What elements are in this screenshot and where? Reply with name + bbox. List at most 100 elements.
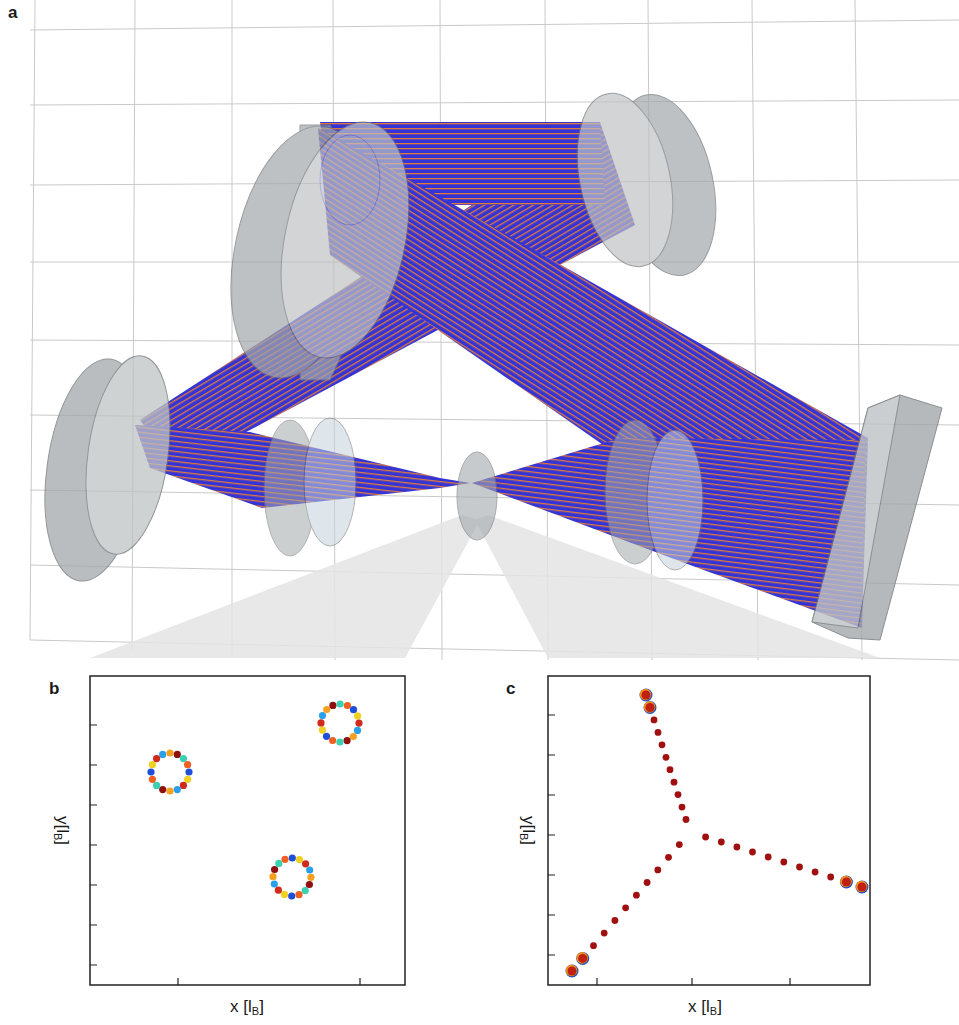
- data-point: [765, 854, 772, 861]
- data-point: [734, 844, 741, 851]
- data-point: [675, 791, 682, 798]
- data-point: [153, 755, 160, 762]
- data-point: [180, 755, 187, 762]
- axis-label: x [lB]: [230, 998, 264, 1017]
- data-point: [663, 754, 670, 761]
- data-point: [644, 879, 651, 886]
- data-point: [323, 706, 330, 713]
- data-point: [671, 779, 678, 786]
- data-point: [601, 930, 608, 937]
- panel-letter: c: [506, 680, 515, 697]
- grid: [30, 0, 959, 660]
- data-point: [566, 965, 578, 977]
- data-point: [159, 751, 166, 758]
- data-point: [319, 727, 326, 734]
- data-point: [679, 804, 686, 811]
- data-point: [568, 967, 577, 976]
- data-point: [718, 839, 725, 846]
- data-point: [184, 761, 191, 768]
- data-point: [159, 786, 166, 793]
- data-point: [749, 849, 756, 856]
- data-point: [166, 787, 173, 794]
- data-point: [702, 834, 709, 841]
- data-point: [344, 737, 351, 744]
- data-point: [344, 702, 351, 709]
- data-point: [796, 864, 803, 871]
- data-point: [350, 733, 357, 740]
- data-point: [269, 873, 276, 880]
- data-point: [576, 952, 588, 964]
- data-point: [329, 737, 336, 744]
- panel-letter: b: [49, 680, 59, 697]
- axis-ticks: [90, 715, 790, 985]
- data-point: [780, 859, 787, 866]
- data-point: [288, 892, 295, 899]
- data-point: [185, 768, 192, 775]
- data-point: [271, 880, 278, 887]
- star-scatter: [566, 689, 869, 978]
- data-point: [644, 701, 657, 714]
- data-point: [651, 717, 658, 724]
- data-point: [576, 952, 589, 965]
- data-point: [858, 883, 867, 892]
- data-point: [659, 741, 666, 748]
- data-point: [295, 891, 302, 898]
- data-point: [665, 854, 672, 861]
- data-point: [166, 749, 173, 756]
- data-point: [271, 866, 278, 873]
- data-point: [336, 738, 343, 745]
- data-point: [350, 706, 357, 713]
- data-point: [590, 942, 597, 949]
- data-point: [323, 733, 330, 740]
- data-point: [296, 856, 303, 863]
- data-point: [644, 701, 656, 713]
- data-point: [640, 689, 653, 702]
- data-point: [147, 768, 154, 775]
- data-point: [337, 700, 344, 707]
- data-point: [329, 702, 336, 709]
- data-point: [174, 751, 181, 758]
- data-point: [654, 867, 661, 874]
- data-point: [642, 691, 651, 700]
- data-point: [355, 720, 362, 727]
- data-point: [275, 887, 282, 894]
- data-point: [281, 891, 288, 898]
- ring-scatter: [147, 700, 362, 899]
- data-point: [354, 727, 361, 734]
- data-point: [646, 703, 655, 712]
- data-point: [676, 841, 683, 848]
- data-point: [856, 881, 868, 893]
- data-point: [667, 766, 674, 773]
- optical-elements: [32, 85, 942, 640]
- axis-label: x [lB]: [688, 998, 722, 1017]
- data-point: [180, 782, 187, 789]
- data-point: [827, 874, 834, 881]
- panel-letter: a: [8, 4, 17, 21]
- data-point: [622, 904, 629, 911]
- data-point: [184, 776, 191, 783]
- panel-frame: [90, 676, 405, 985]
- data-point: [578, 954, 587, 963]
- panel-frame: [548, 676, 870, 985]
- data-point: [302, 887, 309, 894]
- data-point: [840, 876, 853, 889]
- data-point: [153, 782, 160, 789]
- data-point: [354, 712, 361, 719]
- data-point: [307, 874, 314, 881]
- data-point: [856, 881, 869, 894]
- data-point: [174, 786, 181, 793]
- data-point: [306, 881, 313, 888]
- data-point: [275, 860, 282, 867]
- data-point: [655, 729, 662, 736]
- data-point: [842, 878, 851, 887]
- axis-label: y[lB]: [518, 815, 537, 844]
- data-point: [281, 856, 288, 863]
- axis-label: y[lB]: [52, 815, 71, 844]
- data-point: [319, 712, 326, 719]
- data-point: [683, 816, 690, 823]
- data-point: [640, 689, 652, 701]
- data-point: [302, 860, 309, 867]
- data-point: [633, 892, 640, 899]
- data-point: [306, 866, 313, 873]
